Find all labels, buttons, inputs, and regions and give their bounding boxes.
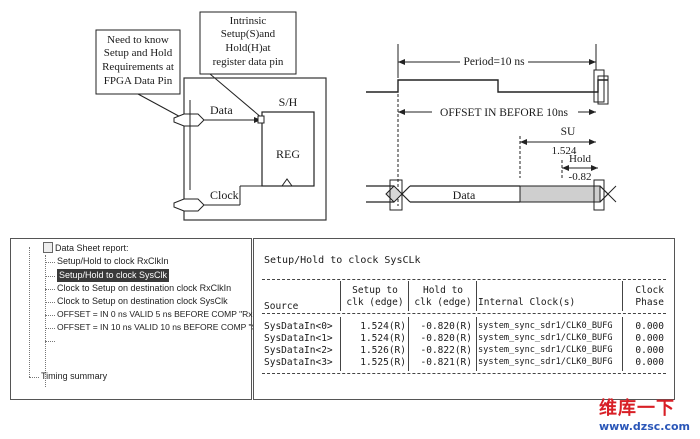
cell-clock: system_sync_sdr1/CLK0_BUFG	[478, 357, 613, 367]
tree-item-setup-hold-sysclk[interactable]: Setup/Hold to clock SysClk	[57, 269, 170, 282]
cell-source: SysDataIn<3>	[264, 357, 333, 368]
cell-clock: system_sync_sdr1/CLK0_BUFG	[478, 333, 613, 343]
callout-fpga-line: Setup and Hold	[104, 47, 173, 59]
callout-fpga-line: Requirements at	[102, 61, 174, 73]
clock-label: Clock	[210, 188, 239, 202]
clock-waveform	[366, 69, 609, 105]
report-title: Setup/Hold to clock SysCLk	[264, 255, 421, 266]
callout-intrinsic-line: Hold(H)at	[225, 42, 270, 54]
tree-item-label: Setup/Hold to clock RxClkIn	[57, 256, 169, 266]
header-hold-2: clk (edge)	[414, 297, 472, 308]
header-clock-phase-1: Clock	[635, 285, 664, 296]
tree-item-label: Clock to Setup on destination clock RxCl…	[57, 283, 232, 293]
su-label: SU	[561, 126, 576, 138]
callout-intrinsic-line: Intrinsic	[230, 15, 267, 27]
report-tree-panel: Data Sheet report: Setup/Hold to clock R…	[10, 238, 299, 400]
fpga-outline	[183, 77, 327, 221]
tree-item-setup-hold-rxclkin[interactable]: Setup/Hold to clock RxClkIn	[57, 255, 169, 268]
hold-value: -0.82	[569, 171, 592, 183]
header-setup-1: Setup to	[352, 285, 398, 296]
tree-root-label: Data Sheet report:	[55, 243, 129, 253]
header-hold-1: Hold to	[422, 285, 464, 296]
clock-pad	[173, 198, 205, 212]
cell-phase: 0.000	[635, 321, 664, 332]
tree-item-timing-summary[interactable]: Timing summary	[41, 370, 107, 383]
cell-clock: system_sync_sdr1/CLK0_BUFG	[478, 321, 613, 331]
callout-intrinsic-line: register data pin	[213, 56, 284, 68]
tree-item-label: Clock to Setup on destination clock SysC…	[57, 296, 228, 306]
tree-item-label: OFFSET = IN 0 ns VALID 5 ns BEFORE COMP …	[57, 309, 299, 319]
tree-item-clock-setup-rxclkin[interactable]: Clock to Setup on destination clock RxCl…	[57, 282, 231, 295]
cell-hold: -0.821(R)	[420, 357, 472, 368]
header-internal-clock: Internal Clock(s)	[478, 297, 576, 308]
watermark-url: www.dzsc.com	[598, 420, 690, 433]
su-value: 1.524	[552, 145, 577, 157]
tree-item-offset-sysclk[interactable]: OFFSET = IN 10 ns VALID 10 ns BEFORE COM…	[57, 321, 288, 334]
cell-clock: system_sync_sdr1/CLK0_BUFG	[478, 345, 613, 355]
cell-setup: 1.524(R)	[360, 321, 406, 332]
cell-hold: -0.820(R)	[420, 321, 472, 332]
cell-setup: 1.525(R)	[360, 357, 406, 368]
tree-root[interactable]: Data Sheet report:	[29, 242, 129, 255]
callout-fpga-line: FPGA Data Pin	[104, 75, 173, 87]
register-block	[261, 111, 315, 187]
data-pad	[173, 113, 205, 127]
sh-label: S/H	[279, 95, 298, 109]
cell-hold: -0.820(R)	[420, 333, 472, 344]
cell-source: SysDataIn<1>	[264, 333, 333, 344]
reg-label: REG	[276, 147, 300, 161]
tree-item-label: Setup/Hold to clock SysClk	[57, 269, 170, 282]
watermark-cn: 维库一下	[598, 398, 675, 419]
tree-item-clock-setup-sysclk[interactable]: Clock to Setup on destination clock SysC…	[57, 295, 228, 308]
cell-source: SysDataIn<0>	[264, 321, 333, 332]
tree-item-offset-rxclkin[interactable]: OFFSET = IN 0 ns VALID 5 ns BEFORE COMP …	[57, 308, 299, 321]
hold-label: Hold	[569, 153, 592, 165]
callout-fpga-line: Need to know	[107, 34, 169, 46]
callout-fpga: Need to know Setup and Hold Requirements…	[95, 29, 187, 121]
header-source: Source	[264, 301, 299, 312]
report-tree-icon	[43, 242, 53, 253]
cell-phase: 0.000	[635, 333, 664, 344]
data-label: Data	[210, 103, 233, 117]
cell-phase: 0.000	[635, 345, 664, 356]
cell-setup: 1.526(R)	[360, 345, 406, 356]
data-bus-waveform	[366, 179, 617, 211]
tree-item-label: OFFSET = IN 10 ns VALID 10 ns BEFORE COM…	[57, 322, 288, 332]
cell-phase: 0.000	[635, 357, 664, 368]
setup-hold-report: Setup/Hold to clock SysCLk Source Setup …	[253, 238, 675, 400]
period-label: Period=10 ns	[463, 56, 525, 68]
callout-intrinsic-line: Setup(S)and	[221, 28, 276, 40]
cell-hold: -0.822(R)	[420, 345, 472, 356]
header-setup-2: clk (edge)	[346, 297, 404, 308]
header-clock-phase-2: Phase	[635, 297, 664, 308]
callout-intrinsic: Intrinsic Setup(S)and Hold(H)at register…	[199, 11, 297, 119]
watermark: 维库一下 www.dzsc.com	[599, 394, 690, 433]
cell-setup: 1.524(R)	[360, 333, 406, 344]
cell-source: SysDataIn<2>	[264, 345, 333, 356]
timing-diagram: Need to know Setup and Hold Requirements…	[95, 11, 617, 221]
offset-label: OFFSET IN BEFORE 10ns	[440, 107, 568, 119]
data-bus-label: Data	[453, 188, 476, 202]
tree-item-label: Timing summary	[41, 371, 108, 381]
